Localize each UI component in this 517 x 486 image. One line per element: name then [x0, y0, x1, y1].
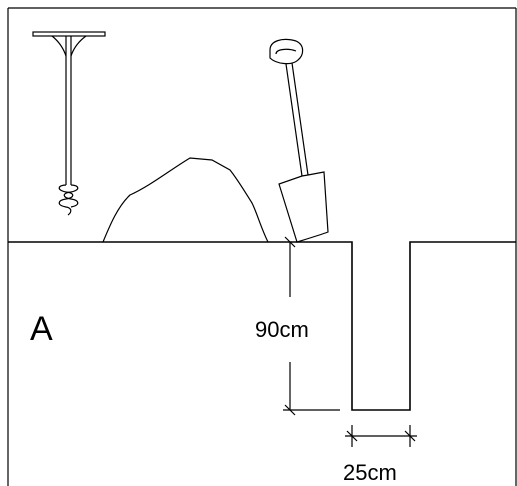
- soil-mound: [102, 157, 269, 243]
- panel-frame: [7, 7, 517, 486]
- post-hole-auger-icon: [32, 31, 106, 216]
- panel-label: A: [30, 310, 53, 348]
- width-label: 25cm: [343, 460, 397, 485]
- shovel-icon: [269, 38, 329, 243]
- width-dimension: [345, 425, 417, 447]
- depth-label: 90cm: [255, 317, 309, 342]
- depth-dimension: [283, 236, 340, 416]
- ground-and-hole: [8, 241, 516, 411]
